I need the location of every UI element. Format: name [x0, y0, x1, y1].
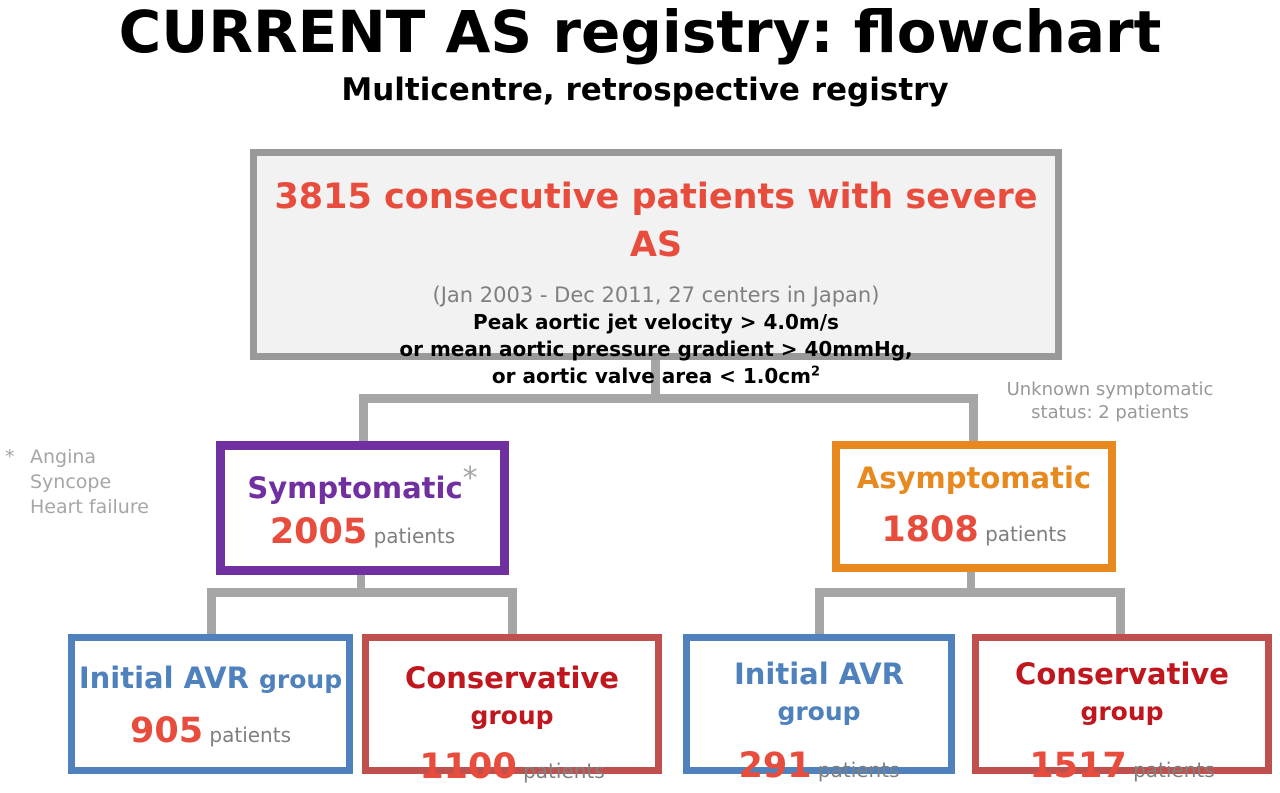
asym-conservative-label-word: group — [1080, 697, 1164, 726]
criteria-valve-area-text: or aortic valve area < 1.0cm — [491, 364, 812, 388]
symptomatic-asterisk: * — [462, 461, 478, 496]
asym-conservative-box: Conservative group 1517 patients — [972, 634, 1272, 786]
asym-initial-avr-unit: patients — [817, 758, 900, 782]
sym-initial-avr-unit: patients — [209, 723, 291, 747]
asym-initial-avr-count-line: 291 patients — [690, 744, 948, 792]
sym-conservative-count-line: 1100 patients — [369, 745, 655, 793]
asym-conservative-unit: patients — [1133, 758, 1215, 782]
asym-initial-avr-label: Initial AVR group — [690, 656, 948, 730]
unknown-status-line2: status: 2 patients — [1031, 402, 1189, 423]
criteria-gradient: or mean aortic pressure gradient > 40mmH… — [399, 337, 913, 361]
sym-conservative-unit: patients — [523, 759, 605, 783]
sym-initial-avr-label-word: group — [259, 665, 343, 694]
criteria-valve-area: or aortic valve area < 1.0cm2 — [257, 363, 1055, 390]
symptomatic-label: Symptomatic* — [225, 461, 500, 506]
connector-main-down — [651, 358, 660, 398]
asymptomatic-count-line: 1808 patients — [840, 508, 1108, 556]
asym-initial-avr-count: 291 — [738, 746, 812, 786]
asym-conservative-count-line: 1517 patients — [979, 744, 1265, 792]
connector-sym-horizontal — [207, 588, 517, 597]
symptomatic-unit: patients — [373, 524, 456, 548]
connector-left-down — [359, 394, 368, 442]
asymptomatic-label: Asymptomatic — [856, 461, 1092, 495]
connector-sym-down — [357, 574, 365, 596]
unknown-status-line1: Unknown symptomatic — [1006, 379, 1214, 400]
total-patients-headline: 3815 consecutive patients with severe AS — [274, 177, 1038, 265]
footnote-asterisk: * — [5, 446, 15, 468]
asymptomatic-unit: patients — [985, 522, 1067, 546]
symptomatic-count: 2005 — [269, 512, 368, 552]
connector-sym-left — [207, 588, 216, 636]
page-subtitle: Multicentre, retrospective registry — [341, 72, 949, 108]
sym-conservative-box: Conservative group 1100 patients — [362, 634, 662, 787]
asym-initial-avr-label-main: Initial AVR — [733, 657, 905, 691]
asymptomatic-count: 1808 — [881, 510, 979, 550]
symptom-angina: Angina — [30, 446, 97, 468]
sym-initial-avr-count: 905 — [129, 711, 204, 751]
sym-initial-avr-label-main: Initial AVR — [78, 661, 249, 695]
asym-initial-avr-label-word: group — [777, 697, 861, 726]
asym-conservative-count: 1517 — [1029, 746, 1127, 786]
criteria-velocity: Peak aortic jet velocity > 4.0m/s — [473, 310, 839, 334]
connector-top-horizontal — [359, 394, 978, 403]
asymptomatic-box: Asymptomatic 1808 patients — [832, 441, 1116, 572]
sym-conservative-count: 1100 — [419, 747, 517, 787]
sym-conservative-label-word: group — [470, 701, 554, 730]
connector-right-down — [969, 394, 978, 442]
sym-conservative-label-main: Conservative — [405, 661, 619, 695]
sym-initial-avr-box: Initial AVR group 905 patients — [68, 634, 353, 774]
study-period: (Jan 2003 - Dec 2011, 27 centers in Japa… — [432, 283, 880, 307]
asym-initial-avr-box: Initial AVR group 291 patients — [683, 634, 955, 786]
sym-initial-avr-label: Initial AVR group — [75, 660, 346, 698]
total-patients-box: 3815 consecutive patients with severe AS… — [250, 149, 1062, 388]
connector-asym-left — [815, 588, 824, 636]
connector-asym-right — [1116, 588, 1125, 636]
sym-initial-avr-count-line: 905 patients — [75, 709, 346, 757]
unknown-status-note: Unknown symptomatic status: 2 patients — [990, 378, 1230, 424]
sym-conservative-label: Conservative group — [369, 660, 655, 734]
symptomatic-count-line: 2005 patients — [225, 510, 500, 558]
symptom-heart-failure: Heart failure — [30, 496, 149, 518]
symptom-syncope: Syncope — [30, 471, 112, 493]
page-title: CURRENT AS registry: flowchart — [118, 0, 1162, 66]
squared-superscript: 2 — [811, 364, 821, 380]
asym-conservative-label-main: Conservative — [1015, 657, 1229, 691]
connector-asym-horizontal — [815, 588, 1125, 597]
symptomatic-label-text: Symptomatic — [247, 471, 463, 505]
connector-sym-right — [508, 588, 517, 636]
symptomatic-box: Symptomatic* 2005 patients — [216, 441, 509, 575]
symptom-footnote: * Angina Syncope Heart failure — [5, 445, 149, 520]
asym-conservative-label: Conservative group — [979, 656, 1265, 730]
connector-asym-down — [967, 571, 975, 596]
